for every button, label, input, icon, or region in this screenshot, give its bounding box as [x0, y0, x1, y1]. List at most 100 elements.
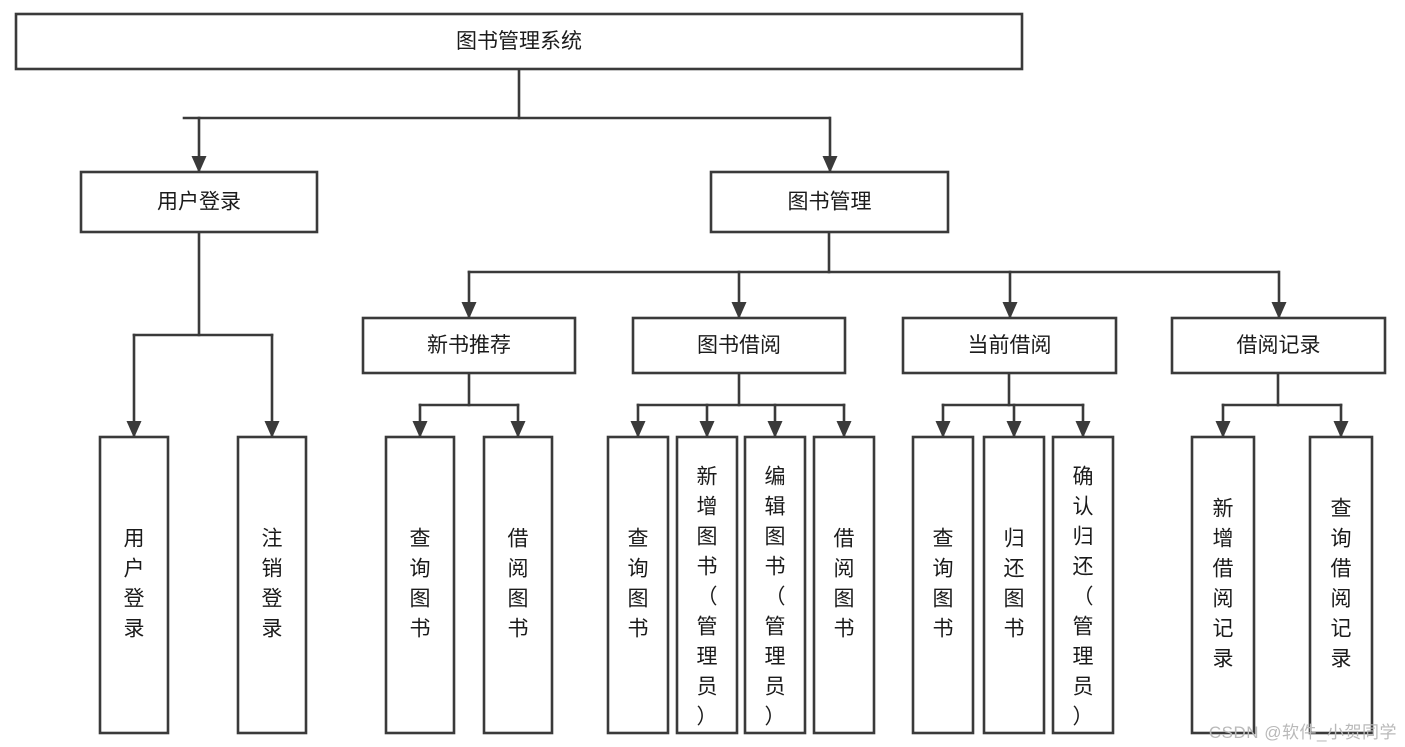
node-label-char: 还 [1073, 556, 1094, 579]
arrow-head-icon [1333, 421, 1349, 438]
node-box-borrow-borrow-book[interactable] [812, 435, 876, 735]
node-box-book-manage[interactable] [709, 170, 950, 234]
arrow-head-icon [126, 421, 142, 438]
arrow-head-icon [1075, 421, 1091, 438]
node-label-root: 图书管理系统 [456, 30, 582, 53]
node-box-borrow-add-book[interactable] [675, 435, 739, 735]
node-label-char: 图 [697, 526, 718, 549]
node-user-login[interactable]: 用户登录 [79, 170, 319, 234]
arrow-head-icon [822, 156, 838, 173]
node-box-current-borrow[interactable] [901, 316, 1118, 375]
node-new-book-rec[interactable]: 新书推荐 [361, 316, 577, 375]
node-label-char: 新 [697, 466, 718, 489]
node-box-rec-query-record[interactable] [1308, 435, 1374, 735]
csdn-watermark: CSDN @软件_小贺同学 [1208, 723, 1397, 742]
node-box-rec-add-record[interactable] [1190, 435, 1256, 735]
connector-group-user-login [126, 230, 280, 439]
node-label-char: 书 [1004, 618, 1025, 641]
arrow-head-icon [412, 421, 428, 438]
node-label-char: 图 [765, 526, 786, 549]
node-label-char: 录 [124, 618, 145, 641]
node-borrow-record[interactable]: 借阅记录 [1170, 316, 1387, 375]
node-box-borrow-edit-book[interactable] [743, 435, 807, 735]
connector-group-current-borrow [935, 371, 1091, 439]
node-label-char: 还 [1004, 558, 1025, 581]
node-label-char: 销 [262, 558, 283, 581]
node-label-char: 阅 [1213, 588, 1234, 611]
node-label-char: 书 [834, 618, 855, 641]
node-label-char: 借 [1331, 558, 1352, 581]
node-box-user-login-do[interactable] [98, 435, 170, 735]
node-label-char: 户 [124, 558, 145, 581]
node-label-char: 理 [697, 646, 718, 669]
node-label-char: 询 [628, 558, 649, 581]
node-label-char: 询 [410, 558, 431, 581]
node-user-login-do[interactable]: 用户登录 [98, 435, 170, 735]
node-label-char: 图 [508, 588, 529, 611]
node-box-rec-query-book[interactable] [384, 435, 456, 735]
node-box-borrow-query-book[interactable] [606, 435, 670, 735]
node-label-char: 录 [1331, 648, 1352, 671]
node-label-char: 辑 [765, 496, 786, 519]
node-root[interactable]: 图书管理系统 [14, 12, 1024, 71]
arrow-head-icon [1215, 421, 1231, 438]
node-label-char: 新 [1213, 498, 1234, 521]
node-current-borrow[interactable]: 当前借阅 [901, 316, 1118, 375]
node-box-book-borrow[interactable] [631, 316, 847, 375]
node-box-new-book-rec[interactable] [361, 316, 577, 375]
node-label-char: 登 [124, 588, 145, 611]
arrow-head-icon [731, 302, 747, 319]
node-box-rec-borrow-book[interactable] [482, 435, 554, 735]
node-label-new-book-rec: 新书推荐 [427, 334, 511, 357]
node-label-char: 录 [262, 618, 283, 641]
node-label-book-borrow: 图书借阅 [697, 334, 781, 357]
node-label-char: 查 [410, 528, 431, 551]
arrow-head-icon [1271, 302, 1287, 319]
node-label-char: 阅 [508, 558, 529, 581]
node-book-manage[interactable]: 图书管理 [709, 170, 950, 234]
node-label-char: 书 [933, 618, 954, 641]
node-label-char: 增 [1213, 528, 1234, 551]
node-book-borrow[interactable]: 图书借阅 [631, 316, 847, 375]
node-label-char: 书 [508, 618, 529, 641]
node-label-char: 归 [1004, 528, 1025, 551]
node-label-char: 录 [1213, 648, 1234, 671]
arrow-head-icon [510, 421, 526, 438]
node-box-cur-query-book[interactable] [911, 435, 975, 735]
node-box-user-logout[interactable] [236, 435, 308, 735]
arrow-head-icon [836, 421, 852, 438]
node-box-cur-confirm-return[interactable] [1051, 435, 1115, 735]
node-label-vertical: 用户登录 [124, 528, 145, 641]
arrow-head-icon [1006, 421, 1022, 438]
node-label-char: 员 [765, 676, 786, 699]
node-box-user-login[interactable] [79, 170, 319, 234]
node-label-char: 图 [933, 588, 954, 611]
connector-group-root [182, 67, 838, 174]
node-label-char: （ [1073, 586, 1094, 609]
node-box-cur-return-book[interactable] [982, 435, 1046, 735]
node-box-borrow-record[interactable] [1170, 316, 1387, 375]
node-label-char: 记 [1331, 618, 1352, 641]
node-label-char: 阅 [834, 558, 855, 581]
node-box-root[interactable] [14, 12, 1024, 71]
node-label-user-login: 用户登录 [157, 191, 241, 214]
